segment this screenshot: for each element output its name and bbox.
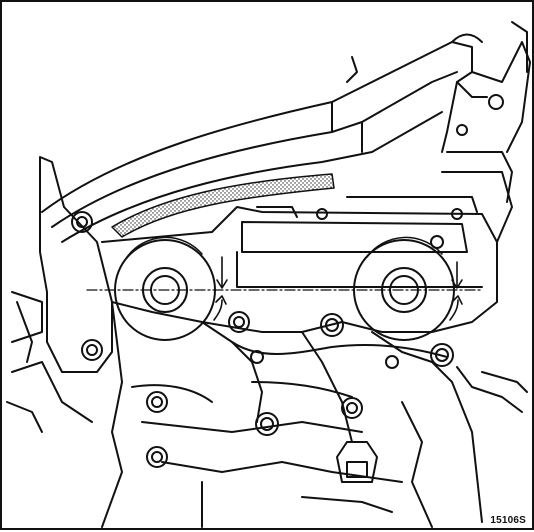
left-mounting-bracket <box>6 156 113 433</box>
timing-mark-arrows <box>213 256 463 321</box>
manifold-gasket <box>111 173 335 238</box>
figure-reference-code: 15106S <box>490 515 526 526</box>
camshaft-pulley-left <box>114 236 216 341</box>
bolts <box>71 208 463 468</box>
timing-cover <box>101 171 513 333</box>
sensor-connector <box>336 366 528 483</box>
intake-manifold <box>41 21 531 243</box>
